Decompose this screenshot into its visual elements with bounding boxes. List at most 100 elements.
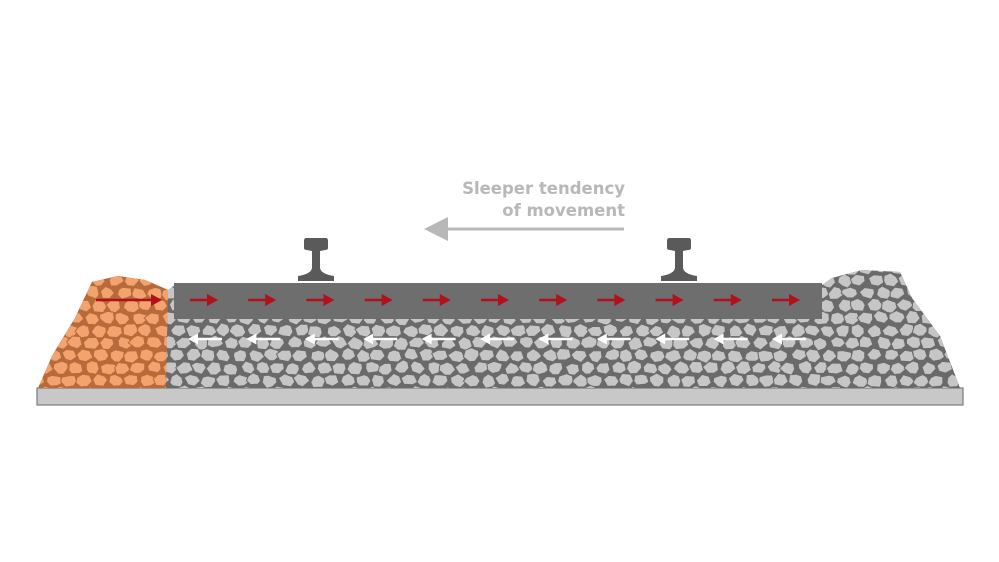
ballast-stone xyxy=(936,311,953,325)
ballast-stone xyxy=(262,347,280,362)
movement-arrow-icon xyxy=(424,217,624,241)
ballast-stone xyxy=(294,323,310,337)
ballast-stone xyxy=(40,300,45,313)
ballast-stone xyxy=(751,361,767,374)
arrow-left-icon xyxy=(596,333,631,345)
ballast-stone xyxy=(633,347,650,362)
ballast-stone xyxy=(889,361,906,376)
ballast-stone xyxy=(797,359,813,375)
ballast-stone xyxy=(333,270,350,276)
ballast-stone xyxy=(162,270,179,276)
arrow-left-icon xyxy=(421,333,456,345)
ballast-stone xyxy=(275,349,293,363)
ballast-stone xyxy=(446,349,466,364)
ballast-stone xyxy=(44,276,62,288)
ballast-stone xyxy=(911,347,928,361)
ballast-stone xyxy=(323,374,340,387)
ballast-stone xyxy=(245,372,262,386)
ballast-stone xyxy=(920,310,937,326)
ballast-stone xyxy=(835,324,850,338)
ballast-stone xyxy=(895,298,914,312)
ballast-stone xyxy=(945,298,960,312)
ballast-stone xyxy=(734,360,752,376)
ballast-stone xyxy=(827,285,845,300)
ballast-stone xyxy=(804,348,822,364)
ballast-stone xyxy=(384,324,402,338)
ballast-stone xyxy=(950,287,960,301)
ballast-stone xyxy=(717,270,735,276)
ballast-stone xyxy=(430,349,449,361)
ballast-stone xyxy=(51,310,68,325)
ballast-stone xyxy=(400,373,419,386)
ballast-stone xyxy=(697,322,713,338)
ballast-stone xyxy=(936,285,951,300)
ballast-stone xyxy=(148,260,162,272)
ballast-stone xyxy=(929,299,945,312)
ballast-stone xyxy=(795,270,814,274)
ballast-stone xyxy=(765,270,781,274)
ballast-stone xyxy=(663,348,683,364)
ballast-stone xyxy=(99,336,115,351)
ballast-stone xyxy=(828,386,843,388)
ballast-stone xyxy=(99,270,117,275)
ballast-stone xyxy=(548,361,564,376)
ballast-stone xyxy=(146,360,162,374)
ballast-stone xyxy=(813,336,828,352)
ballast-stone xyxy=(60,276,79,287)
ballast-stone xyxy=(844,362,860,377)
arrow-left-icon xyxy=(246,333,281,345)
ballast-stone xyxy=(745,373,761,388)
ballast-stone xyxy=(555,347,572,361)
ballast-stone xyxy=(757,349,775,363)
arrow-right-icon xyxy=(772,294,800,306)
ballast-stone xyxy=(122,298,141,314)
ballast-stone xyxy=(40,285,55,300)
ballast-stone xyxy=(349,270,364,276)
ballast-stone xyxy=(206,270,224,275)
ballast-stone xyxy=(705,386,721,388)
ballast-stone xyxy=(570,349,588,364)
ballast-stone xyxy=(866,347,883,361)
ballast-stone xyxy=(84,311,101,326)
ballast-stone xyxy=(642,270,661,276)
ballast-stone xyxy=(710,349,728,362)
ballast-stone xyxy=(719,359,737,376)
ballast-stone xyxy=(680,374,697,388)
ballast-stone xyxy=(300,360,317,375)
ballast-stone xyxy=(122,373,139,387)
ballast-stone xyxy=(821,348,838,364)
ballast-stone xyxy=(21,286,36,298)
ballast-stone xyxy=(117,335,134,350)
ballast-stone xyxy=(889,286,906,300)
rail-icon xyxy=(661,238,697,281)
ballast-stone xyxy=(22,336,38,348)
ballast-stone xyxy=(843,270,860,276)
ballast-stone xyxy=(286,270,305,275)
arrow-right-icon xyxy=(248,294,277,306)
ballast-stone xyxy=(43,323,62,337)
ballast-stone xyxy=(284,362,300,376)
arrow-right-icon xyxy=(597,294,626,306)
ballast-stone xyxy=(927,374,944,388)
ballast-stone xyxy=(587,350,603,364)
ballast-stone xyxy=(66,335,83,350)
ballast-stone xyxy=(55,260,70,273)
ballast-stone xyxy=(827,270,844,275)
ballast-stone xyxy=(324,347,341,363)
ballast-stone xyxy=(355,348,373,363)
ballast-stone xyxy=(844,336,861,350)
ballast-stone xyxy=(108,276,126,287)
ballast-stone xyxy=(62,272,79,287)
ballast-stone xyxy=(40,323,46,338)
ballast-stone xyxy=(132,312,148,326)
ballast-stone xyxy=(238,386,255,388)
ballast-stone xyxy=(642,335,659,348)
arrow-left-icon xyxy=(655,333,690,345)
ballast-stone xyxy=(856,311,874,326)
ballast-stone xyxy=(478,348,495,362)
ballast-stone xyxy=(385,372,403,388)
ballast-stone xyxy=(666,373,682,388)
ballast-stone xyxy=(961,350,976,362)
ballast-stone xyxy=(961,374,975,387)
ballast-stone xyxy=(857,270,876,276)
